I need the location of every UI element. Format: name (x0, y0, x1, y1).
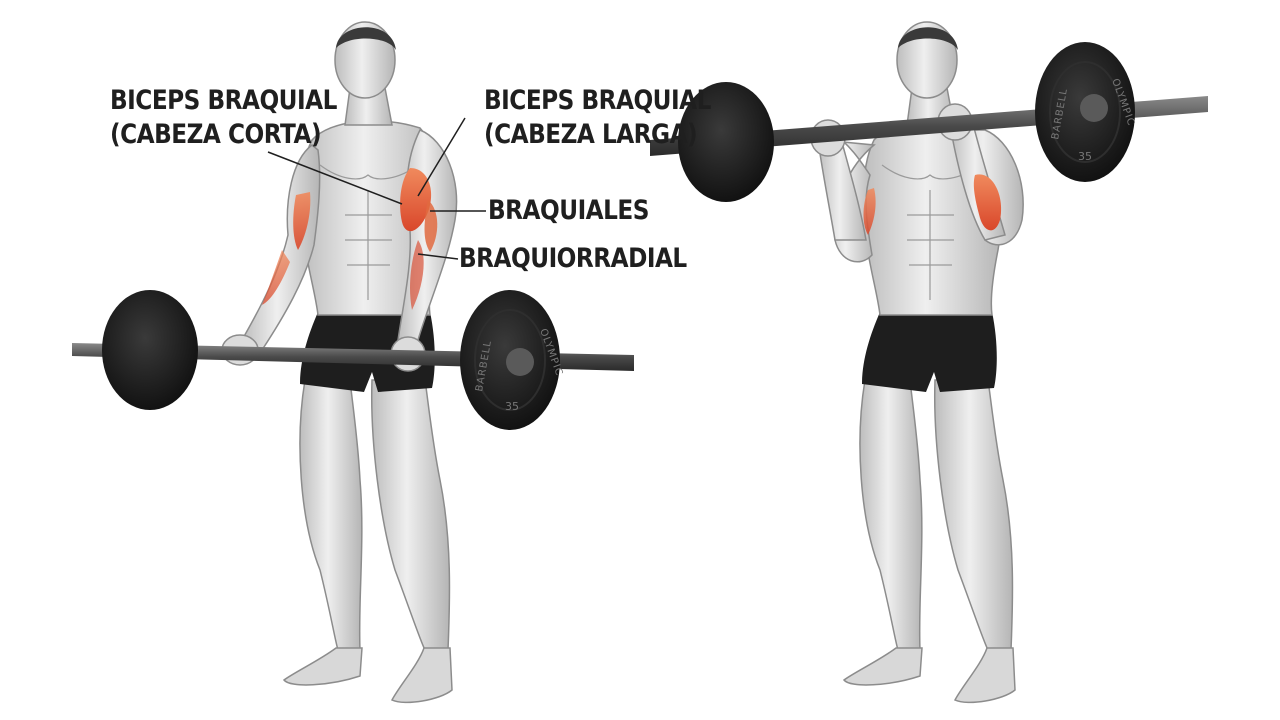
arm-left (240, 144, 321, 351)
label-biceps-long-line2: (CABEZA LARGA) (484, 119, 698, 150)
barbell-left: BARBELL OLYMPIC 35 (72, 290, 634, 430)
head (896, 21, 958, 99)
leader-brachioradialis (417, 253, 459, 260)
head (334, 21, 396, 99)
hair (336, 27, 396, 50)
hair (898, 27, 958, 50)
plate-weight-text: 35 (505, 400, 519, 413)
figure-curl-position (810, 21, 1024, 704)
weight-plate-left (102, 290, 198, 410)
label-biceps-long-line1: BICEPS BRAQUIAL (484, 85, 711, 116)
right-foot (953, 647, 1016, 704)
barbell-right: BARBELL OLYMPIC 35 (650, 42, 1208, 202)
plate-weight-text: 35 (1078, 150, 1092, 163)
muscle-highlight-left-arm (863, 188, 876, 235)
right-leg (934, 379, 1014, 651)
left-leg (859, 379, 923, 651)
left-foot (842, 647, 923, 686)
label-brachioradialis: BRAQUIORRADIAL (459, 243, 687, 274)
muscle-highlight-biceps (973, 174, 1002, 231)
label-biceps-short-head: BICEPS BRAQUIAL (CABEZA CORTA) (110, 84, 337, 152)
left-foot (282, 647, 363, 686)
right-leg (371, 379, 451, 651)
leader-biceps-long (417, 117, 466, 197)
leader-biceps-short (267, 151, 403, 205)
label-biceps-long-head: BICEPS BRAQUIAL (CABEZA LARGA) (484, 84, 711, 152)
muscle-highlight-brachialis (424, 200, 438, 252)
right-foot (390, 647, 453, 704)
weight-plate-left (678, 82, 774, 202)
label-brachialis: BRAQUIALES (488, 195, 649, 226)
shorts (862, 312, 997, 392)
abs-detail (319, 164, 419, 300)
label-biceps-short-line1: BICEPS BRAQUIAL (110, 85, 337, 116)
muscle-highlight-brachioradialis (410, 240, 424, 310)
forearm-highlight-left (262, 250, 290, 305)
label-leader-lines (267, 117, 486, 260)
muscle-highlight-left-arm (293, 192, 311, 250)
label-biceps-short-line2: (CABEZA CORTA) (110, 119, 322, 150)
left-leg (299, 379, 363, 651)
muscle-highlight-biceps (400, 168, 432, 232)
